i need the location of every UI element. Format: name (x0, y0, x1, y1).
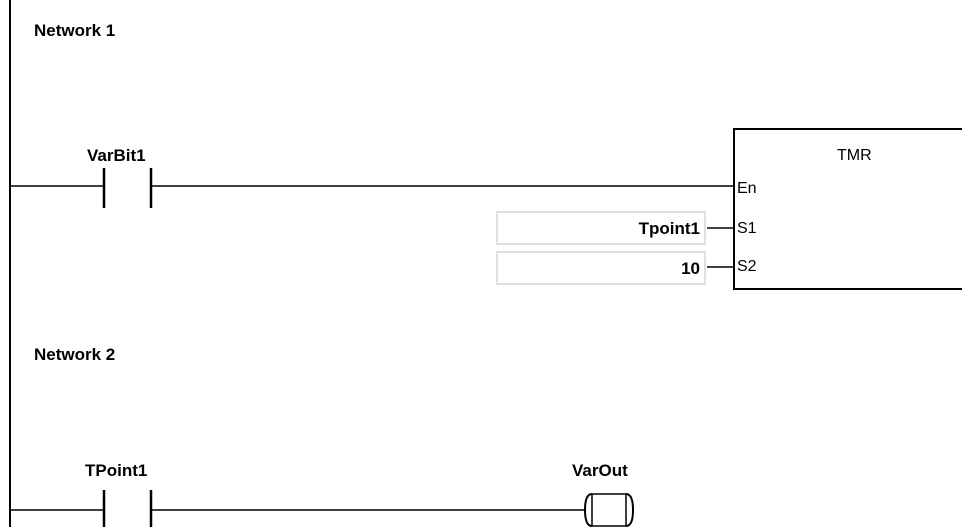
network-1-contact-label: VarBit1 (87, 146, 146, 165)
network-1-title: Network 1 (34, 21, 115, 40)
tmr-function-block[interactable] (733, 128, 962, 290)
tmr-pin-s2: S2 (737, 258, 757, 275)
tmr-s2-operand-box[interactable] (496, 251, 706, 285)
network-1-no-contact-icon[interactable] (102, 168, 153, 208)
output-coil-icon[interactable] (583, 493, 635, 527)
tmr-pin-en: En (737, 180, 757, 197)
tmr-s1-operand-value: Tpoint1 (639, 219, 700, 238)
tmr-function-block-name: TMR (837, 147, 872, 164)
tmr-s2-operand-value: 10 (681, 259, 700, 278)
network-2-coil-label: VarOut (572, 461, 628, 480)
network-2-no-contact-icon[interactable] (102, 490, 153, 527)
network-2-contact-label: TPoint1 (85, 461, 147, 480)
tmr-pin-s1: S1 (737, 220, 757, 237)
tmr-s1-operand-box[interactable] (496, 211, 706, 245)
network-2-title: Network 2 (34, 345, 115, 364)
